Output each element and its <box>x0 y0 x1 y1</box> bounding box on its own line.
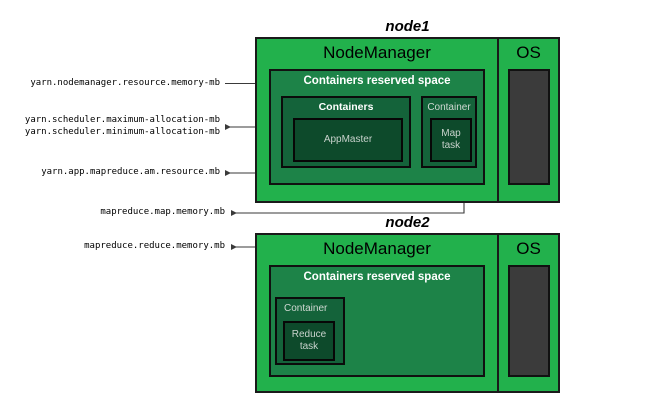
node2-nodemanager-panel: NodeManager Containers reserved space Co… <box>257 235 497 391</box>
node1-nodemanager-title: NodeManager <box>323 43 431 62</box>
node1-appmaster-box: AppMaster <box>293 118 403 162</box>
node1-box: NodeManager Containers reserved space Co… <box>255 37 560 203</box>
node1-appmaster-label: AppMaster <box>323 134 373 145</box>
node1-container-label: Container <box>427 102 471 113</box>
node1-nodemanager-panel: NodeManager Containers reserved space Co… <box>257 39 497 201</box>
node2-title: node2 <box>385 214 430 231</box>
label-yarn-app-mapreduce-am-resource-mb: yarn.app.mapreduce.am.resource.mb <box>41 167 220 177</box>
node1-map-task-box: Map task <box>430 118 472 162</box>
node2-box: NodeManager Containers reserved space Co… <box>255 233 560 393</box>
node2-reserved-space-label: Containers reserved space <box>303 271 451 283</box>
node1-containers-label: Containers <box>318 101 374 113</box>
node1-container-box: Container Map task <box>421 96 477 168</box>
node1-os-block <box>508 69 550 185</box>
label-yarn-scheduler-minimum-allocation-mb: yarn.scheduler.minimum-allocation-mb <box>24 127 220 137</box>
node1-os-panel: OS <box>497 39 558 201</box>
node2-os-block <box>508 265 550 377</box>
node1-title: node1 <box>385 18 430 35</box>
node1-containers-box: Containers AppMaster <box>281 96 411 168</box>
node2-container-box: Container Reduce task <box>275 297 345 365</box>
label-mapreduce-map-memory-mb: mapreduce.map.memory.mb <box>100 207 225 217</box>
node2-os-panel: OS <box>497 235 558 391</box>
node2-reserved-space-box: Containers reserved space Container Redu… <box>269 265 485 377</box>
label-yarn-nodemanager-resource-memory-mb: yarn.nodemanager.resource.memory-mb <box>30 78 220 88</box>
node2-nodemanager-title: NodeManager <box>323 239 431 258</box>
node1-map-task-label: Map task <box>441 128 461 151</box>
node1-reserved-space-label: Containers reserved space <box>303 75 451 87</box>
node1-reserved-space-box: Containers reserved space Containers App… <box>269 69 485 185</box>
node2-container-label: Container <box>284 303 328 314</box>
label-mapreduce-reduce-memory-mb: mapreduce.reduce.memory.mb <box>84 241 225 251</box>
node2-os-title: OS <box>516 239 541 258</box>
node1-os-title: OS <box>516 43 541 62</box>
node2-reduce-task-label: Reduce task <box>291 329 327 352</box>
node2-reduce-task-box: Reduce task <box>283 321 335 361</box>
label-yarn-scheduler-maximum-allocation-mb: yarn.scheduler.maximum-allocation-mb <box>24 115 220 125</box>
